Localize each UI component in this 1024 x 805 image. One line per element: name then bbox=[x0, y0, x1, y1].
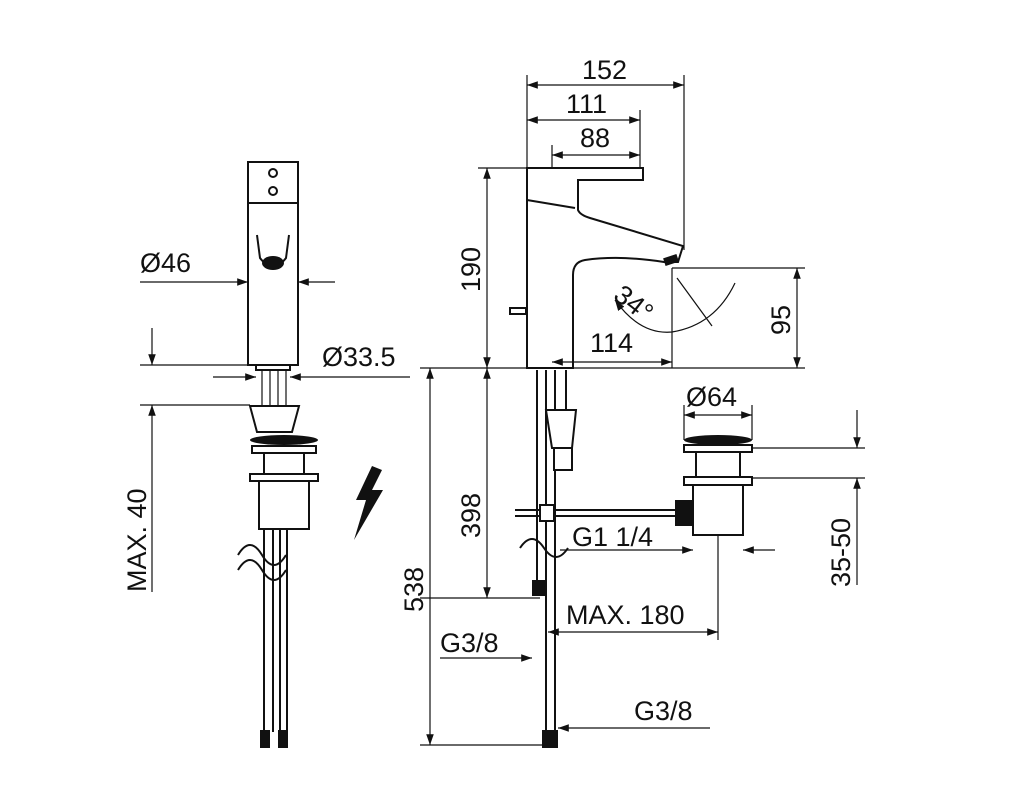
dim-spout-angle: 34° bbox=[608, 279, 659, 328]
dim-hose-thread-1: G3/8 bbox=[440, 628, 499, 658]
front-view: 152 111 88 190 95 114 34° 398 538 Ø64 35 bbox=[399, 55, 865, 748]
dim-drain-thread: G1 1/4 bbox=[572, 522, 653, 552]
dim-total-width: 152 bbox=[582, 55, 627, 85]
side-view: Ø46 Ø33.5 MAX. 40 bbox=[122, 161, 410, 748]
dim-drain-diameter: Ø64 bbox=[686, 382, 737, 412]
dim-hose-length-short: 398 bbox=[456, 493, 486, 538]
faucet-profile bbox=[526, 167, 685, 369]
dim-spout-reach: 114 bbox=[590, 328, 633, 358]
dim-drain-range: 35-50 bbox=[826, 518, 856, 587]
dim-max-deck-thickness: MAX. 40 bbox=[122, 488, 152, 592]
dim-hose-thread-2: G3/8 bbox=[634, 696, 693, 726]
dim-lever-width: 88 bbox=[580, 123, 610, 153]
dim-shank-diameter: Ø33.5 bbox=[322, 342, 396, 372]
dim-spout-height: 95 bbox=[766, 305, 796, 335]
electric-warning-icon bbox=[354, 466, 383, 540]
dim-hose-length-long: 538 bbox=[399, 567, 429, 612]
dim-body-diameter: Ø46 bbox=[140, 248, 191, 278]
dim-handle-width: 111 bbox=[566, 89, 607, 119]
dim-height: 190 bbox=[456, 247, 486, 292]
dim-max-drain-distance: MAX. 180 bbox=[566, 600, 685, 630]
